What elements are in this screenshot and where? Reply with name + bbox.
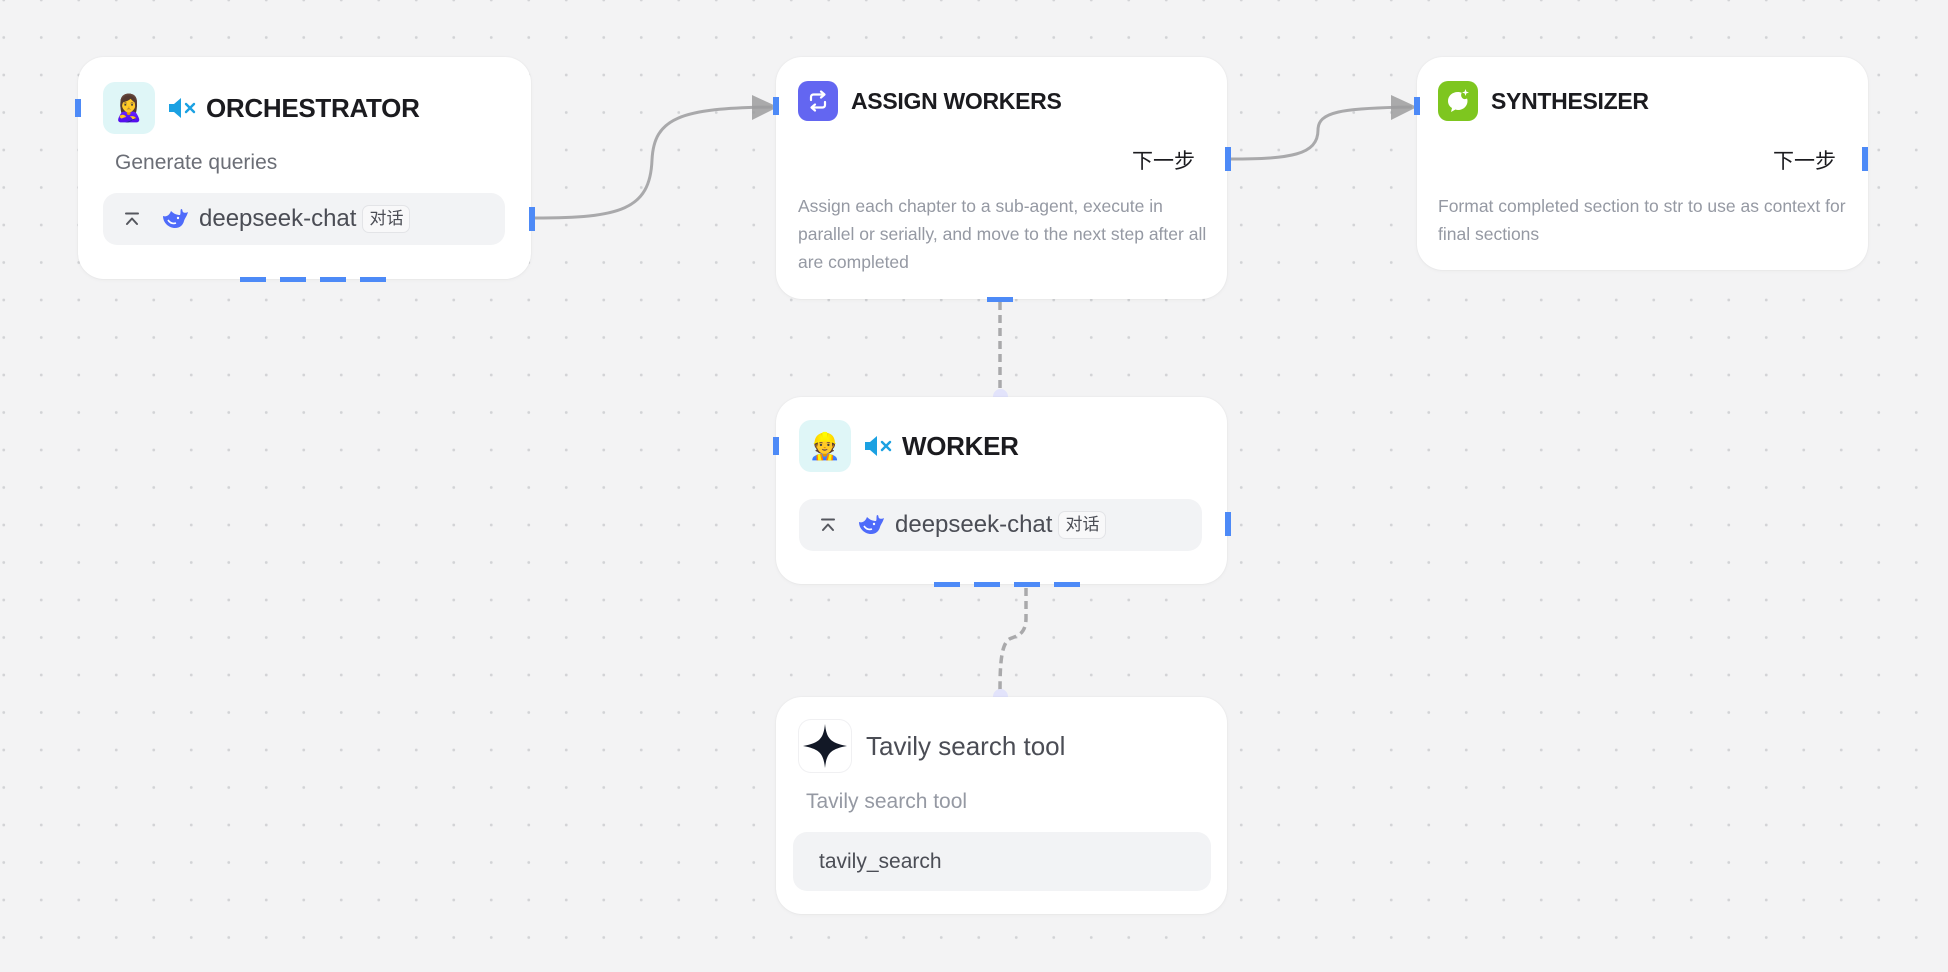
model-mode-tag: 对话 <box>362 205 411 233</box>
deepseek-whale-icon <box>857 514 885 536</box>
speaker-muted-icon[interactable] <box>864 435 896 457</box>
synthesizer-title: SYNTHESIZER <box>1491 87 1649 114</box>
tavily-tool-node[interactable]: Tavily search tool Tavily search tool ta… <box>776 697 1227 914</box>
four-point-star-icon <box>799 720 851 772</box>
assign-workers-title: ASSIGN WORKERS <box>851 87 1062 114</box>
collapse-up-icon[interactable] <box>121 212 143 226</box>
orchestrator-input-handle[interactable] <box>75 99 81 117</box>
assign-workers-input-handle[interactable] <box>773 97 779 115</box>
woman-office-worker-emoji-icon: 🙎‍♀️ <box>112 93 146 123</box>
woman-office-worker-avatar: 🙎‍♀️ <box>103 82 155 134</box>
tool-function-name: tavily_search <box>819 849 942 873</box>
edge-assign-workers-to-synthesizer[interactable] <box>1230 105 1413 161</box>
synthesizer-header: SYNTHESIZER <box>1438 81 1649 121</box>
tavily-tool-name-field[interactable]: tavily_search <box>793 832 1211 891</box>
synthesizer-next-step-handle[interactable] <box>1862 147 1868 171</box>
orchestrator-model-selector[interactable]: deepseek-chat 对话 <box>103 193 505 245</box>
edge-orchestrator-to-assign-workers[interactable] <box>534 105 773 220</box>
orchestrator-title: ORCHESTRATOR <box>206 92 420 123</box>
model-name: deepseek-chat <box>895 511 1053 538</box>
assign-workers-node[interactable]: ASSIGN WORKERS 下一步 Assign each chapter t… <box>776 57 1227 299</box>
orchestrator-bottom-handle[interactable] <box>240 277 386 282</box>
speaker-muted-icon[interactable] <box>168 97 200 119</box>
tavily-subtitle: Tavily search tool <box>806 790 968 813</box>
orchestrator-output-handle[interactable] <box>529 207 535 231</box>
assign-workers-bottom-handle[interactable] <box>987 297 1013 302</box>
worker-bottom-handle[interactable] <box>934 582 1080 587</box>
tavily-title: Tavily search tool <box>866 730 1066 761</box>
edge-worker-to-tavily[interactable] <box>998 588 1028 691</box>
worker-model-selector[interactable]: deepseek-chat 对话 <box>799 499 1202 551</box>
construction-worker-emoji-icon: 👷 <box>808 431 842 461</box>
model-mode-tag: 对话 <box>1058 511 1107 539</box>
orchestrator-header: 🙎‍♀️ ORCHESTRATOR <box>103 82 420 134</box>
deepseek-whale-icon <box>161 208 189 230</box>
assign-workers-description: Assign each chapter to a sub-agent, exec… <box>798 196 1207 272</box>
worker-node[interactable]: 👷 WORKER <box>776 397 1227 584</box>
next-step-label: 下一步 <box>1132 149 1195 173</box>
synthesizer-input-handle[interactable] <box>1414 97 1420 115</box>
worker-header: 👷 WORKER <box>799 420 1019 472</box>
construction-worker-avatar: 👷 <box>799 420 851 472</box>
chat-bubble-sparkle-icon <box>1438 81 1478 121</box>
synthesizer-description: Format completed section to str to use a… <box>1438 196 1846 244</box>
synthesizer-node[interactable]: SYNTHESIZER 下一步 Format completed section… <box>1417 57 1868 270</box>
worker-title: WORKER <box>902 430 1019 461</box>
tavily-header: Tavily search tool <box>799 720 1065 772</box>
collapse-up-icon[interactable] <box>817 518 839 532</box>
assign-workers-next-step-handle[interactable] <box>1225 147 1231 171</box>
model-name: deepseek-chat <box>199 205 357 232</box>
worker-output-handle[interactable] <box>1225 512 1231 536</box>
orchestrator-subtitle: Generate queries <box>115 151 278 174</box>
assign-workers-header: ASSIGN WORKERS <box>798 81 1062 121</box>
orchestrator-node[interactable]: 🙎‍♀️ ORCHESTRATOR Generate queries <box>78 57 531 279</box>
repeat-loop-icon <box>798 81 838 121</box>
next-step-label: 下一步 <box>1773 149 1836 173</box>
worker-input-handle[interactable] <box>773 437 779 455</box>
